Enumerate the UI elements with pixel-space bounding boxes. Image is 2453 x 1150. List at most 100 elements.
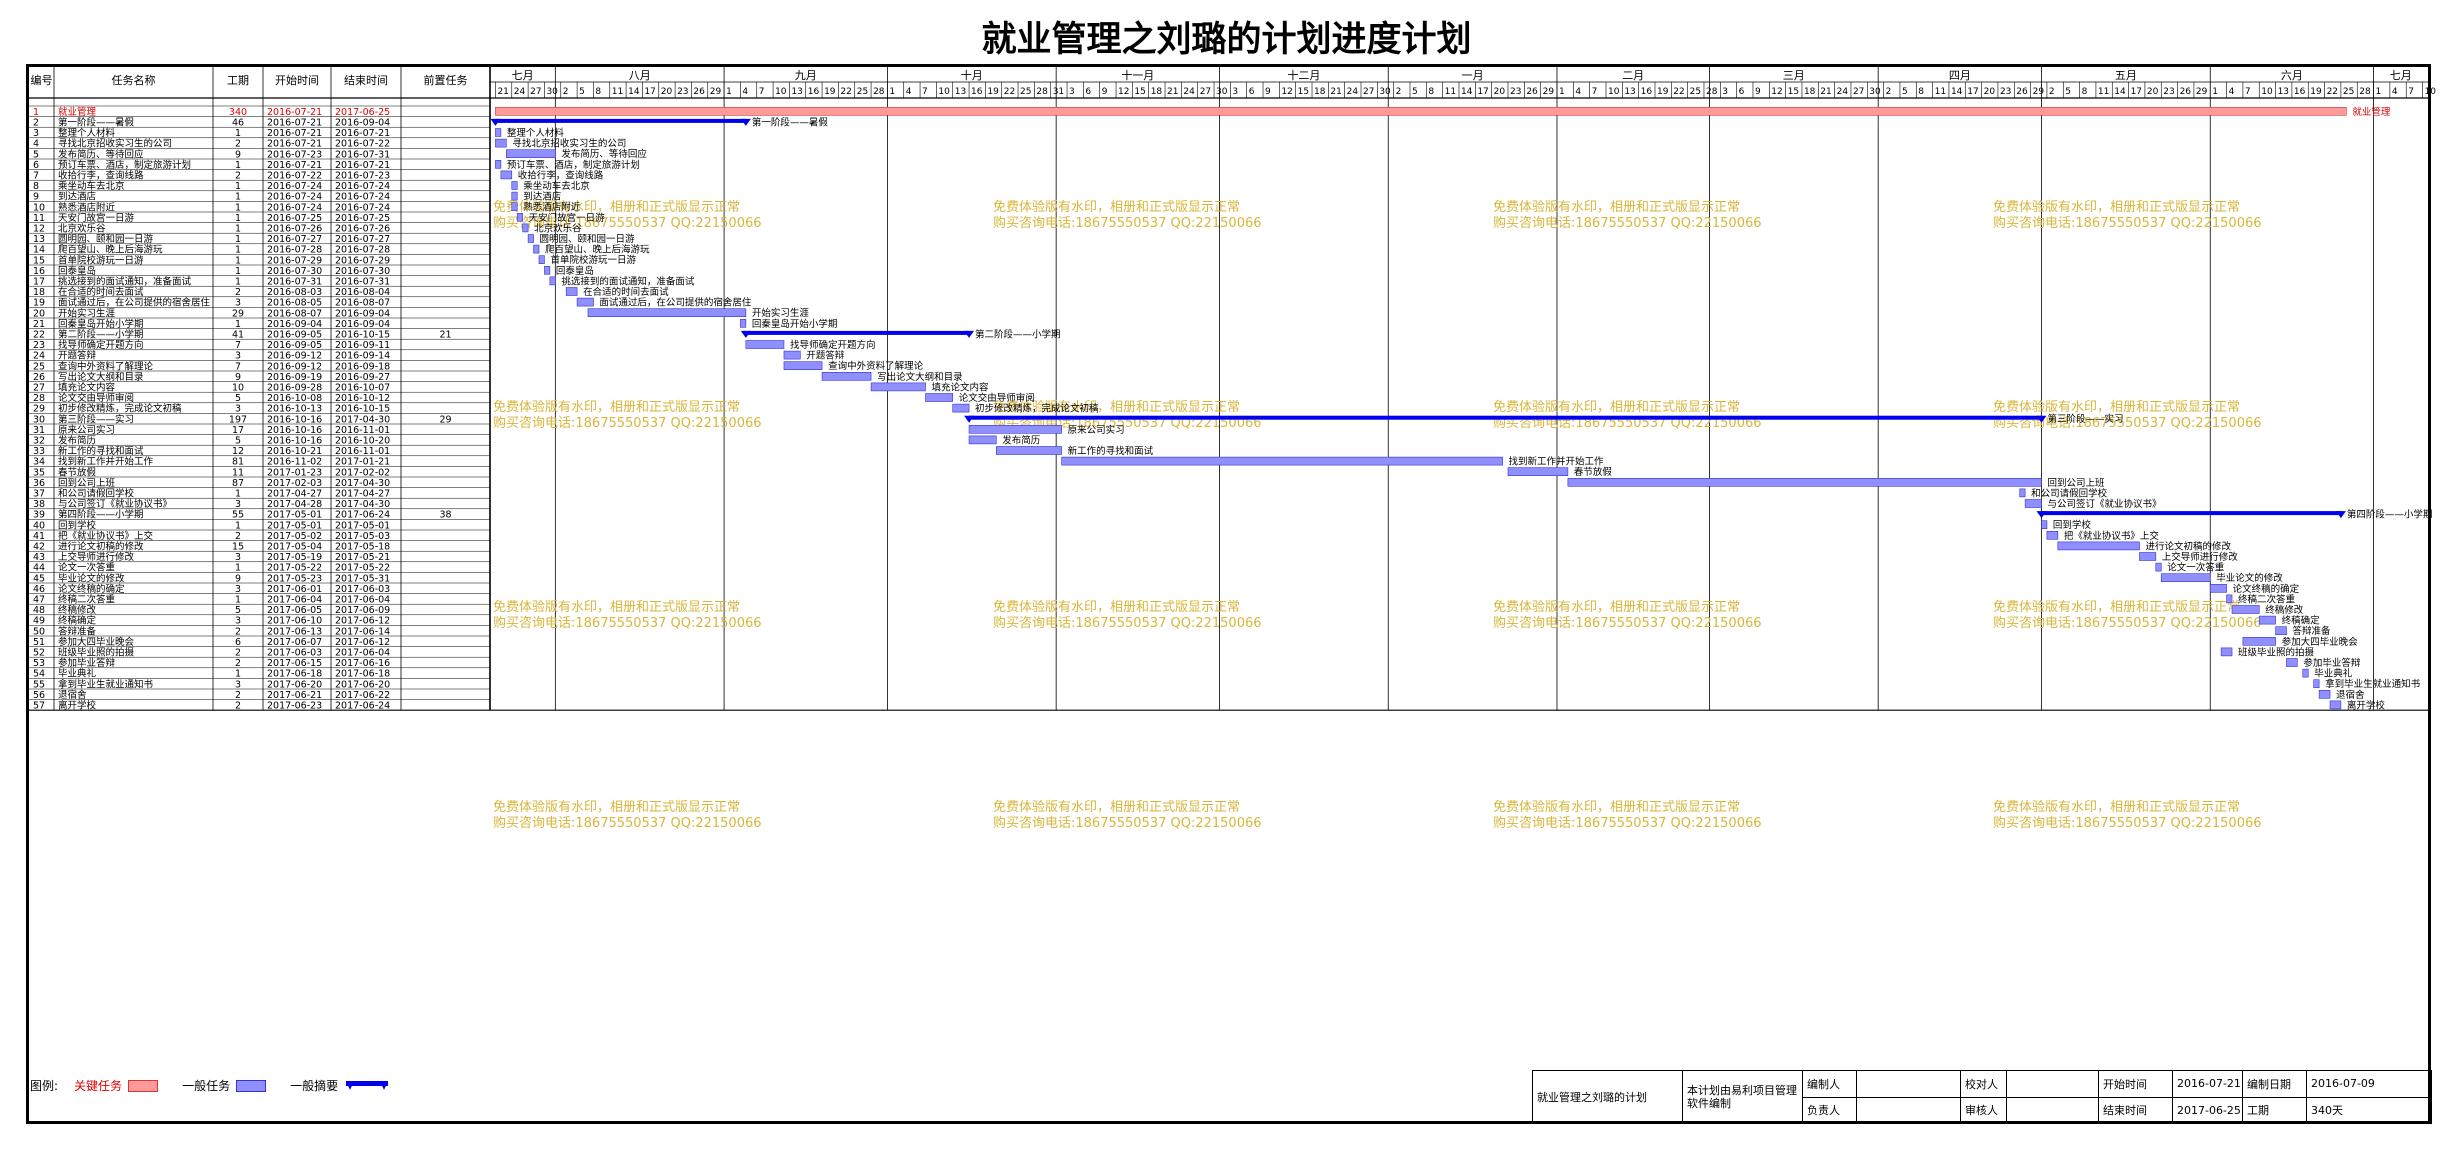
task-bar xyxy=(495,160,502,169)
bar-label-4: 寻找北京招收实习生的公司 xyxy=(512,138,626,150)
row-52-end: 2017-06-04 xyxy=(335,648,390,659)
info-reviewer-value xyxy=(2006,1070,2099,1098)
bar-label-51: 参加大四毕业晚会 xyxy=(2282,636,2359,648)
column-header-start: 开始时间 xyxy=(275,73,319,87)
day-label: 21 xyxy=(1167,87,1178,97)
info-project-name: 就业管理之刘璐的计划 xyxy=(1532,1070,1683,1124)
row-3-duration: 1 xyxy=(235,128,241,139)
row-8-duration: 1 xyxy=(235,181,241,192)
row-28-duration: 5 xyxy=(235,393,241,404)
row-37-end: 2017-04-27 xyxy=(335,489,390,500)
task-bar xyxy=(2302,668,2309,678)
row-16-id: 16 xyxy=(33,266,45,277)
row-23-start: 2016-09-05 xyxy=(267,340,322,351)
watermark-line2: 购买咨询电话:18675550537 QQ:22150066 xyxy=(493,815,762,831)
row-25-name: 查询中外资料了解理论 xyxy=(58,360,154,372)
month-label: 七月 xyxy=(512,69,534,82)
summary-bar-start-cap xyxy=(2036,511,2047,519)
day-label: 21 xyxy=(1330,87,1341,97)
info-software: 本计划由易利项目管理软件编制 xyxy=(1682,1070,1803,1124)
row-50-id: 50 xyxy=(33,626,45,637)
row-22-id: 22 xyxy=(33,330,45,341)
bar-label-16: 回泰皇岛 xyxy=(556,265,594,277)
day-label: 27 xyxy=(1363,87,1374,97)
day-label: 18 xyxy=(1804,87,1816,97)
row-41-id: 41 xyxy=(33,531,45,542)
row-24-duration: 3 xyxy=(235,351,241,362)
task-bar xyxy=(968,424,1062,434)
day-label: 8 xyxy=(595,87,601,97)
row-20-duration: 29 xyxy=(232,308,244,319)
task-bar xyxy=(740,319,747,328)
row-17-id: 17 xyxy=(33,277,45,288)
row-21-id: 21 xyxy=(33,319,45,330)
task-bar xyxy=(821,371,872,381)
row-16-end: 2016-07-30 xyxy=(335,266,390,277)
row-12-name: 北京欢乐谷 xyxy=(58,223,106,235)
bar-label-6: 预订车票、酒店，制定旅游计划 xyxy=(507,159,640,171)
row-19-start: 2016-08-05 xyxy=(267,298,322,309)
row-48-end: 2017-06-09 xyxy=(335,605,390,616)
row-34-start: 2016-11-02 xyxy=(267,457,322,468)
day-label: 23 xyxy=(2163,87,2174,97)
day-label: 5 xyxy=(1902,87,1908,97)
day-label: 30 xyxy=(546,87,558,97)
summary-bar xyxy=(969,415,2042,420)
task-bar xyxy=(952,403,970,413)
row-1-start: 2016-07-21 xyxy=(267,107,322,118)
task-bar xyxy=(587,308,747,317)
row-32-end: 2016-10-20 xyxy=(335,436,390,447)
day-label: 6 xyxy=(1249,87,1255,97)
row-7-start: 2016-07-22 xyxy=(267,171,322,182)
row-27-duration: 10 xyxy=(232,383,244,394)
row-49-end: 2017-06-12 xyxy=(335,616,390,627)
row-41-duration: 2 xyxy=(235,531,241,542)
row-18-duration: 2 xyxy=(235,287,241,298)
row-55-name: 拿到毕业生就业通知书 xyxy=(58,678,154,690)
day-label: 29 xyxy=(1543,87,1555,97)
row-37-duration: 1 xyxy=(235,489,241,500)
row-55-end: 2017-06-20 xyxy=(335,679,390,690)
row-22-name: 第二阶段——小学期 xyxy=(58,329,144,341)
row-57-name: 离开学校 xyxy=(58,700,97,712)
row-40-start: 2017-05-01 xyxy=(267,520,322,531)
bar-label-50: 答辩准备 xyxy=(2292,625,2331,637)
row-9-id: 9 xyxy=(33,192,39,203)
day-label: 5 xyxy=(579,87,585,97)
row-20-end: 2016-09-04 xyxy=(335,308,390,319)
row-49-start: 2017-06-10 xyxy=(267,616,322,627)
day-label: 7 xyxy=(1592,87,1598,97)
row-48-start: 2017-06-05 xyxy=(267,605,322,616)
row-42-end: 2017-05-18 xyxy=(335,542,390,553)
day-label: 22 xyxy=(2327,87,2338,97)
row-34-id: 34 xyxy=(33,457,45,468)
bar-label-12: 北京欢乐谷 xyxy=(534,222,582,234)
bar-label-52: 班级毕业照的拍摄 xyxy=(2238,646,2315,658)
bar-label-18: 在合适的时间去面试 xyxy=(583,286,669,298)
row-53-start: 2017-06-15 xyxy=(267,658,322,669)
day-label: 25 xyxy=(2343,87,2354,97)
row-46-name: 论文终稿的确定 xyxy=(58,583,125,595)
row-40-end: 2017-05-01 xyxy=(335,520,390,531)
row-1-name: 就业管理 xyxy=(58,106,97,118)
row-17-duration: 1 xyxy=(235,277,241,288)
row-30-pred: 29 xyxy=(439,414,451,425)
row-8-end: 2016-07-24 xyxy=(335,181,390,192)
day-label: 11 xyxy=(1935,87,1946,97)
row-46-duration: 3 xyxy=(235,584,241,595)
day-label: 20 xyxy=(1494,87,1506,97)
day-label: 12 xyxy=(1118,87,1129,97)
bar-label-5: 发布简历、等待回应 xyxy=(561,148,647,160)
row-50-end: 2017-06-14 xyxy=(335,626,390,637)
row-7-duration: 2 xyxy=(235,171,241,182)
row-27-name: 填充论文内容 xyxy=(58,382,116,394)
task-bar xyxy=(1567,477,2042,487)
row-33-start: 2016-10-21 xyxy=(267,446,322,457)
day-label: 3 xyxy=(1232,87,1238,97)
info-start-value: 2016-07-21 xyxy=(2172,1070,2243,1098)
watermark-line1: 免费体验版有水印，相册和正式版显示正常 xyxy=(993,199,1240,215)
day-label: 10 xyxy=(2425,87,2437,97)
row-54-id: 54 xyxy=(33,669,45,680)
day-label: 31 xyxy=(1053,87,1064,97)
row-30-name: 第三阶段——实习 xyxy=(58,413,134,425)
